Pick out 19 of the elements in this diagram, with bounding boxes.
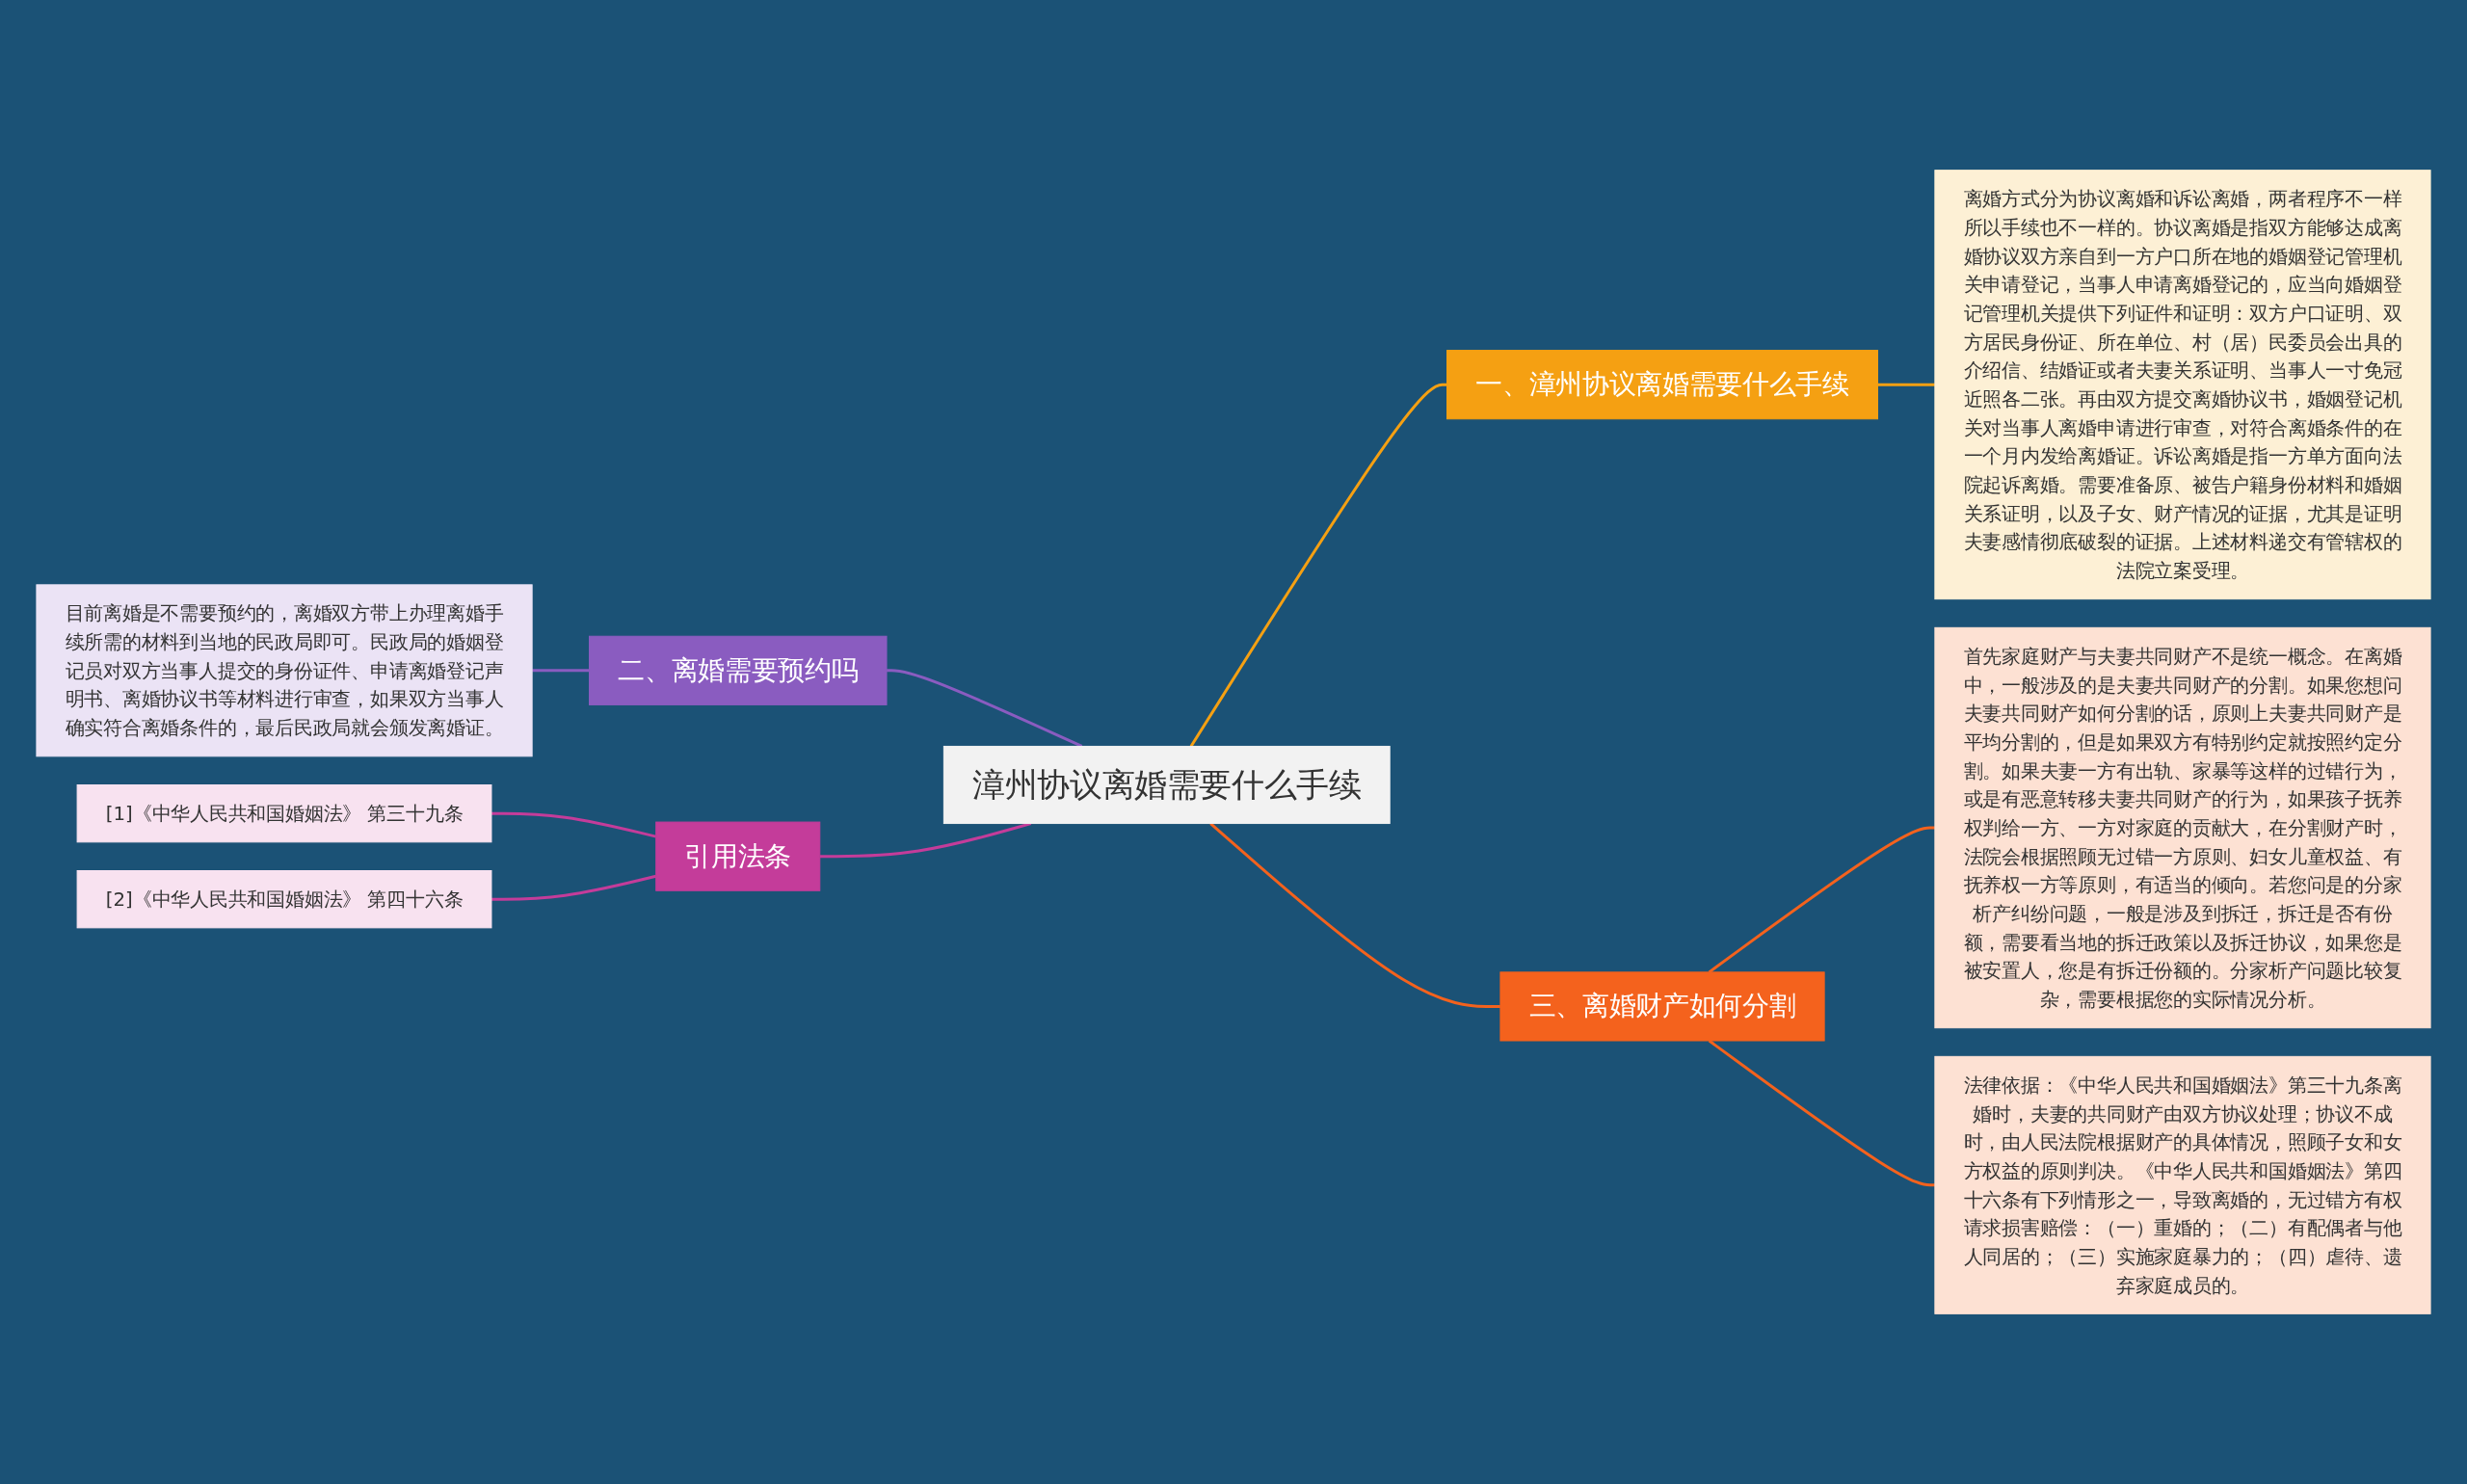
node-box: 二、离婚需要预约吗	[589, 635, 888, 705]
node-box: 首先家庭财产与夫妻共同财产不是统一概念。在离婚中，一般涉及的是夫妻共同财产的分割。如果您想问夫妻共同财产如何分割的话，原则上夫妻共同财产是平均分割的，但是如果双方有特别约定就按照约定分割。如果夫妻一方有出轨、家暴等这样的过错行为，或是有恶意转移夫妻共同财产的行为，如果孩子抚养权判给一方、一方对家庭的贡献大，在分割财产时，法院会根据照顾无过错一方原则、妇女儿童权益、有抚养权一方等原则，有适当的倾向。若您问是的分家析产纠纷问题，一般是涉及到拆迁，拆迁是否有份额，需要看当地的拆迁政策以及拆迁协议，如果您是被安置人，您是有拆迁份额的。分家析产问题比较复杂，需要根据您的实际情况分析。	[1934, 626, 2431, 1029]
node-box: 漳州协议离婚需要什么手续	[942, 745, 1391, 825]
connector	[1189, 383, 1447, 748]
connector	[532, 669, 590, 673]
node-box: 三、离婚财产如何分割	[1499, 971, 1825, 1042]
node-box: 法律依据：《中华人民共和国婚姻法》第三十九条离婚时，夫妻的共同财产由双方协议处理；协议不成时，由人民法院根据财产的具体情况，照顾子女和女方权益的原则判决。《中华人民共和国婚姻法》第四十六条有下列情形之一，导致离婚的，无过错方有权请求损害赔偿：（一）重婚的；（二）有配偶者与他人同居的；（三）实施家庭暴力的；（四）虐待、遗弃家庭成员的。	[1934, 1055, 2431, 1314]
connector	[1877, 383, 1935, 386]
connector	[819, 822, 1032, 859]
node-box: 目前离婚是不需要预约的，离婚双方带上办理离婚手续所需的材料到当地的民政局即可。民政局的婚姻登记员对双方当事人提交的身份证件、申请离婚登记声明书、离婚协议书等材料进行审查，如果双方当事人确实符合离婚条件的，最后民政局就会颁发离婚证。	[36, 584, 533, 757]
node-box: 引用法条	[655, 821, 821, 891]
node-box: 离婚方式分为协议离婚和诉讼离婚，两者程序不一样所以手续也不一样的。协议离婚是指双方能够达成离婚协议双方亲自到一方户口所在地的婚姻登记管理机关申请登记，当事人申请离婚登记的，应当向婚姻登记管理机关提供下列证件和证明：双方户口证明、双方居民身份证、所在单位、村（居）民委员会出具的介绍信、结婚证或者夫妻关系证明、当事人一寸免冠近照各二张。再由双方提交离婚协议书，婚姻登记机关对当事人离婚申请进行审查，对符合离婚条件的在一个月内发给离婚证。诉讼离婚是指一方单方面向法院起诉离婚。需要准备原、被告户籍身份材料和婚姻关系证明，以及子女、财产情况的证据，尤其是证明夫妻感情彻底破裂的证据。上述材料递交有管辖权的法院立案受理。	[1934, 170, 2431, 600]
connector	[491, 874, 657, 901]
connector	[1209, 822, 1500, 1008]
node-box: 一、漳州协议离婚需要什么手续	[1446, 350, 1878, 420]
node-box: [2]《中华人民共和国婚姻法》 第四十六条	[76, 870, 492, 929]
connector	[491, 811, 657, 838]
connector	[887, 669, 1083, 748]
node-box: [1]《中华人民共和国婚姻法》 第三十九条	[76, 784, 492, 843]
